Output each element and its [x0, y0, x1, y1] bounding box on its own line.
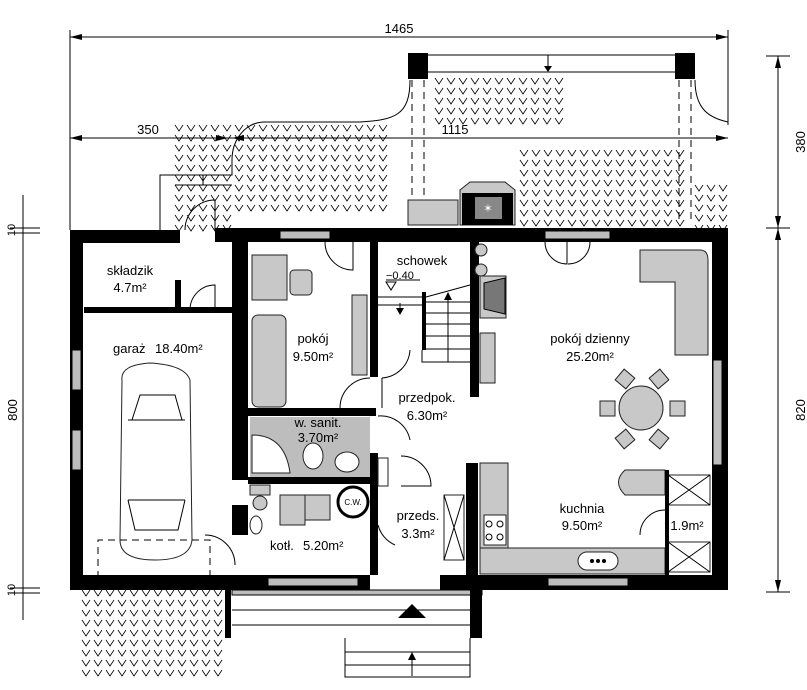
label-kuchnia: kuchnia — [560, 501, 606, 516]
room-labels: składzik 4.7m² garaż 18.40m² pokój 9.50m… — [107, 253, 704, 553]
dim-total-width: 1465 — [385, 21, 414, 36]
label-skladzik: składzik — [107, 263, 154, 278]
dim-terrace-depth: 380 — [793, 131, 807, 153]
garage-car — [97, 284, 236, 590]
pokoj-furniture — [251, 241, 371, 409]
label-schowek: schowek — [397, 253, 448, 268]
hot-water-tank — [336, 485, 370, 519]
hatch-marks — [81, 77, 728, 677]
fireplace-icon — [475, 197, 502, 219]
kitchen-fixtures — [479, 462, 711, 575]
label-garaz: garaż — [113, 341, 146, 356]
dim-house-depth-left: 800 — [5, 399, 20, 421]
stairs — [378, 279, 471, 408]
boiler-room-fixtures — [249, 484, 396, 546]
entry — [225, 455, 483, 678]
area-spizarnia: 1.9m² — [670, 518, 704, 533]
label-kotl: kotł. — [270, 538, 294, 553]
label-pokoj: pokój — [297, 331, 328, 346]
dining-table — [618, 385, 664, 431]
area-pokoj: 9.50m² — [293, 349, 334, 364]
label-pokoj-dzienny: pokój dzienny — [550, 331, 630, 346]
area-w-sanit: 3.70m² — [298, 430, 339, 445]
dim-house-width: 1115 — [442, 122, 469, 137]
area-pokoj-dzienny: 25.20m² — [566, 349, 614, 364]
label-cw: C.W. — [344, 498, 361, 507]
bathroom-fixtures — [251, 415, 411, 487]
windows — [71, 230, 723, 587]
label-przeds: przeds. — [397, 508, 440, 523]
area-skladzik: 4.7m² — [113, 280, 147, 295]
area-kuchnia: 9.50m² — [562, 518, 603, 533]
dim-wall-top: 10 — [6, 224, 18, 236]
area-kotl: 5.20m² — [303, 538, 344, 553]
label-w-sanit: w. sanit. — [294, 415, 342, 430]
area-przeds: 3.3m² — [401, 526, 435, 541]
walls — [70, 228, 728, 590]
area-garaz: 18.40m² — [155, 341, 203, 356]
terrace: ✶ — [159, 53, 729, 231]
living-furniture — [474, 241, 709, 450]
paving-hatch — [81, 77, 728, 677]
dim-garage-width: 350 — [137, 122, 159, 137]
level-schowek: −0.40 — [386, 270, 414, 282]
area-przedpok: 6.30m² — [407, 408, 448, 423]
dim-house-depth-right: 820 — [793, 399, 807, 421]
dim-wall-bottom: 10 — [6, 584, 18, 596]
label-przedpok: przedpok. — [398, 390, 455, 405]
svg-text:✶: ✶ — [483, 203, 492, 215]
